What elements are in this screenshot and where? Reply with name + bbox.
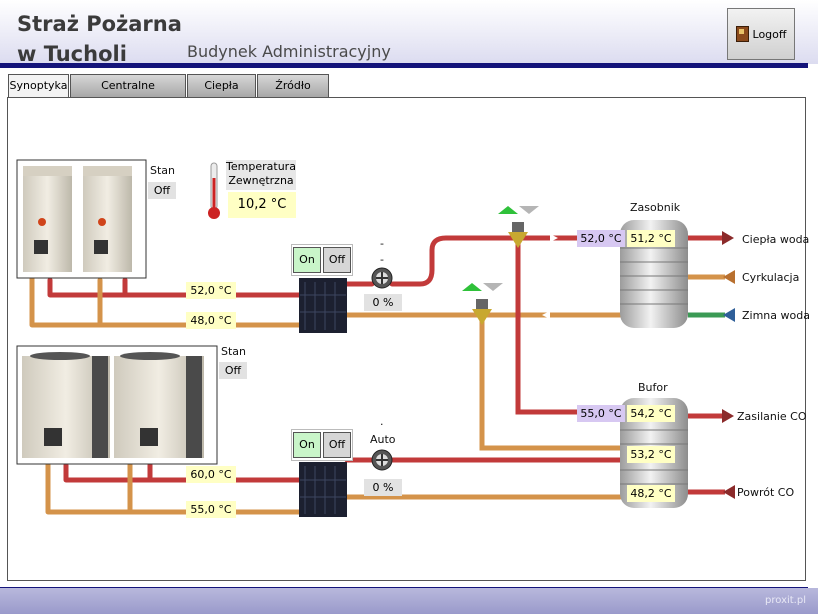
zasobnik-label: Zasobnik [630,201,681,214]
flow-arrows [542,231,735,499]
boiler-top-status-label: Stan [150,164,176,177]
valve-2-icon [462,283,503,325]
page-subtitle: Budynek Administracyjny [187,42,391,61]
app-footer [0,588,818,614]
output-powrot-co-label: Powrót CO [737,486,795,499]
output-ciepla-woda-label: Ciepła woda [742,233,810,246]
outdoor-temp-label: Temperatura Zewnętrzna [226,160,296,190]
app-header [0,0,818,64]
c1-off-button[interactable]: Off [323,247,351,273]
bufor-label: Bufor [638,381,668,394]
bufor-mid-temp: 53,2 °C [627,446,675,463]
heat-pump-units-bottom [16,345,218,465]
header-divider [0,63,808,68]
c2-return-temp: 55,0 °C [186,501,236,518]
pipe-v1-hot [515,235,623,415]
c1-pump-mode-a: - [380,237,384,250]
thermometer-icon [208,162,220,219]
boiler-units-top [16,159,147,279]
output-zimna-woda-label: Zimna woda [742,309,810,322]
c2-off-button[interactable]: Off [323,432,351,458]
bufor-inlet-temp: 55,0 °C [577,405,625,422]
c1-supply-temp: 52,0 °C [186,282,236,299]
c2-pump-speed: 0 % [364,479,402,496]
arrow-ciepla-woda [722,231,734,245]
c1-on-button[interactable]: On [293,247,321,273]
pipe-c2-return-warm [45,462,303,515]
heat-exchanger-2 [299,462,347,517]
outdoor-temp-value: 10,2 °C [228,192,296,218]
zasobnik-tank [620,220,688,328]
pipe-c1-supply-hot [47,277,303,298]
boiler-bottom-status-label: Stan [221,345,247,358]
arrow-zasilanie-co [722,409,734,423]
arrow-zimna-woda [723,308,735,322]
c1-return-temp: 48,0 °C [186,312,236,329]
heat-exchanger-1 [299,278,347,333]
c2-pump-mode-b: Auto [370,433,396,446]
pump-1-icon [371,267,393,289]
output-pipes [688,235,725,495]
pipe-v2-warm [479,312,623,451]
pump-2-icon [371,449,393,471]
door-icon [735,26,749,42]
bufor-top-temp: 54,2 °C [627,405,675,422]
boiler-top-status-value: Off [148,182,176,199]
output-zasilanie-co-label: Zasilanie CO [737,410,807,423]
c1-pump-speed: 0 % [364,294,402,311]
zasobnik-top-temp: 51,2 °C [627,230,675,247]
zasobnik-inlet-temp: 52,0 °C [577,230,625,247]
output-cyrkulacja-label: Cyrkulacja [742,271,800,284]
pipe-c2-supply-hot [63,462,303,483]
c2-supply-temp: 60,0 °C [186,466,236,483]
tab-synoptyka[interactable]: Synoptyka [8,74,69,99]
logoff-label: Logoff [752,27,787,41]
arrow-white-1 [550,234,558,242]
pipe-c1-out-hot [344,235,623,287]
title-line-2: w Tucholi [17,42,127,66]
title-line-1: Straż Pożarna [17,12,182,36]
c1-pump-mode-b: - [380,253,384,266]
arrow-powrot-co [723,485,735,499]
outdoor-label-line1: Temperatura [226,160,296,173]
c2-on-button[interactable]: On [293,432,321,458]
arrow-cyrkulacja [723,270,735,284]
bufor-bottom-temp: 48,2 °C [627,485,675,502]
page-title: Straż Pożarna w Tucholi [17,9,182,69]
logoff-button[interactable]: Logoff [727,8,795,60]
arrow-white-2 [542,311,550,319]
c2-pump-mode-a: . [380,415,384,428]
valve-1-icon [498,206,539,248]
outdoor-label-line2: Zewnętrzna [228,174,294,187]
footer-brand: proxit.pl [765,595,806,606]
boiler-bottom-status-value: Off [219,362,247,379]
